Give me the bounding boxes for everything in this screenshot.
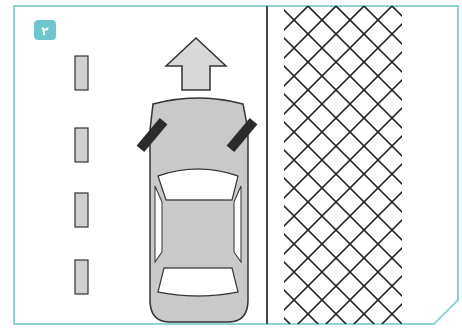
lane-dash	[75, 260, 88, 294]
lane-dash	[75, 128, 88, 162]
lane-dash	[75, 56, 88, 90]
car-windshield	[158, 169, 238, 200]
step-badge-label: ۲	[41, 24, 49, 38]
car-top-view-icon	[137, 98, 258, 322]
car-rear-window	[158, 268, 238, 296]
lane-dash	[75, 193, 88, 227]
step-badge: ۲	[34, 20, 56, 40]
